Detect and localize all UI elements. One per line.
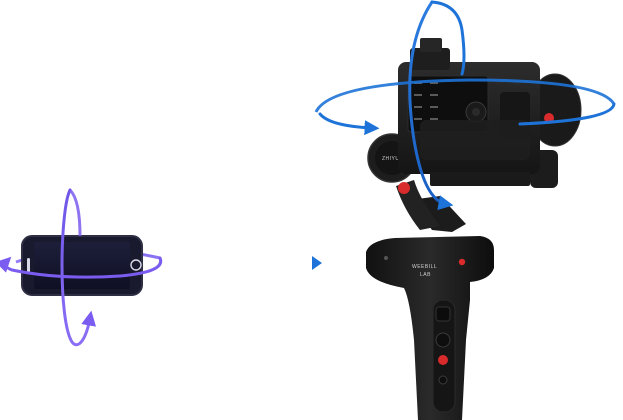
- pan-ring-front: [318, 102, 616, 128]
- model-sub-text: LAB: [420, 272, 431, 278]
- phone-icon: [21, 235, 143, 296]
- direction-arrow: [224, 256, 322, 270]
- model-text: WEEBILL: [412, 264, 437, 270]
- camera-body: [398, 38, 540, 186]
- phone-tilt-ring: [60, 188, 97, 347]
- brand-logo: ZHIYUN: [382, 156, 404, 162]
- gimbal-handle: WEEBILL LAB: [366, 236, 494, 420]
- tilt-ring: [408, 0, 454, 211]
- phone-group: [0, 188, 163, 347]
- phone-yaw-ring-front: [0, 256, 163, 279]
- pan-ring-back: [314, 78, 616, 113]
- gimbal-camera: WEEBILL LAB ZHIYUN: [314, 0, 616, 420]
